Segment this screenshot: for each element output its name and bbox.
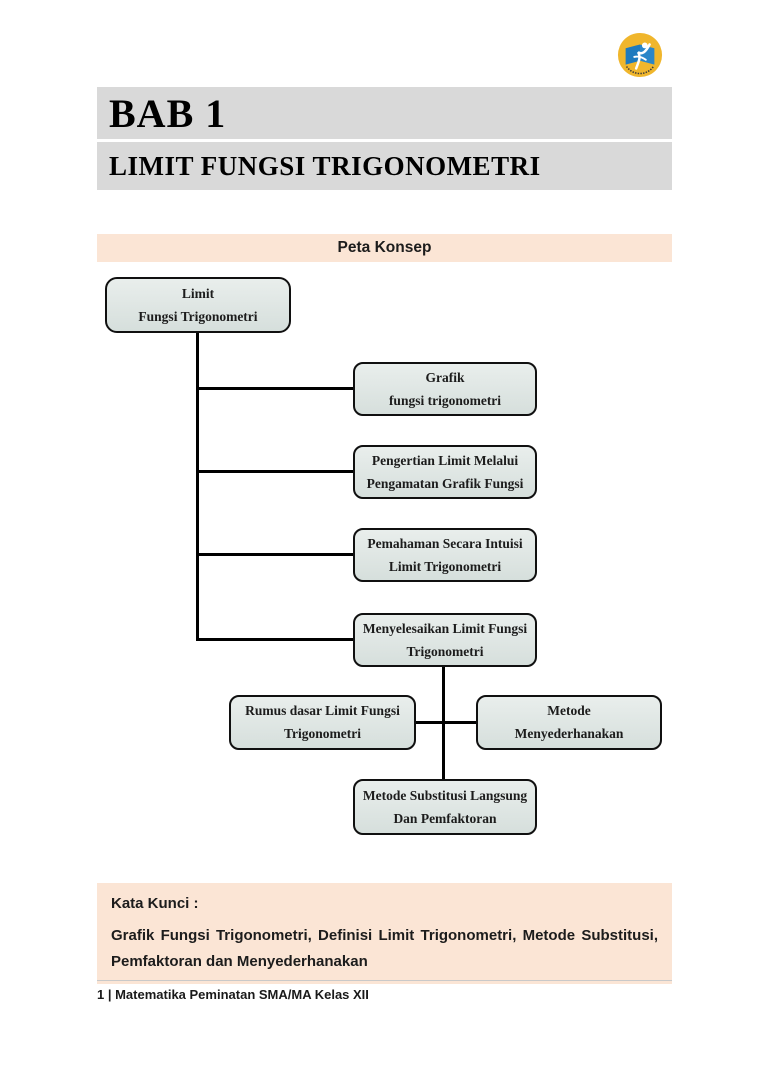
diagram-box-pengertian-limit: Pengertian Limit Melalui Pengamatan Graf… xyxy=(353,445,537,499)
box-label-line: Dan Pemfaktoran xyxy=(393,810,497,826)
connector-branch-1 xyxy=(197,387,353,390)
diagram-box-rumus-dasar: Rumus dasar Limit Fungsi Trigonometri xyxy=(229,695,416,750)
diagram-box-metode-substitusi: Metode Substitusi Langsung Dan Pemfaktor… xyxy=(353,779,537,835)
connector-branch-3 xyxy=(197,553,353,556)
box-label-line: Trigonometri xyxy=(284,726,361,741)
connector-trunk-vertical xyxy=(196,333,199,641)
box-label-line: Rumus dasar Limit Fungsi xyxy=(245,703,400,719)
diagram-box-grafik: Grafik fungsi trigonometri xyxy=(353,362,537,416)
box-label-line: Metode Substitusi Langsung xyxy=(362,787,528,803)
box-label-line: Trigonometri xyxy=(406,643,484,659)
box-label-line: Pengamatan Grafik Fungsi xyxy=(366,475,524,491)
footer-divider xyxy=(97,980,672,981)
box-label-line: Pengertian Limit Melalui xyxy=(371,452,519,468)
chapter-title: LIMIT FUNGSI TRIGONOMETRI xyxy=(97,142,672,190)
box-label-line: Metode xyxy=(547,703,591,719)
box-label-line: fungsi trigonometri xyxy=(388,392,502,408)
footer-page-info: 1 | Matematika Peminatan SMA/MA Kelas XI… xyxy=(97,987,369,1002)
kata-kunci-label: Kata Kunci : xyxy=(111,895,199,912)
connector-branch-4 xyxy=(197,638,353,641)
box-label-line: Menyelesaikan Limit Fungsi xyxy=(362,620,528,636)
connector-horizontal xyxy=(416,721,476,724)
kata-kunci-section: Kata Kunci : Grafik Fungsi Trigonometri,… xyxy=(97,883,672,984)
box-label-line: Grafik xyxy=(425,369,465,385)
diagram-box-pemahaman-intuisi: Pemahaman Secara Intuisi Limit Trigonome… xyxy=(353,528,537,582)
box-label-line: Fungsi Trigonometri xyxy=(138,308,258,324)
box-label-line: Limit Trigonometri xyxy=(388,558,502,574)
box-label-line: Pemahaman Secara Intuisi xyxy=(367,535,523,551)
diagram-box-limit-fungsi-trigonometri: Limit Fungsi Trigonometri xyxy=(105,277,291,333)
connector-branch-2 xyxy=(197,470,353,473)
diagram-box-metode-menyederhanakan: Metode Menyederhanakan xyxy=(476,695,662,750)
peta-konsep-bar: Peta Konsep xyxy=(97,234,672,262)
box-label-line: Limit xyxy=(181,285,215,301)
diagram-box-menyelesaikan-limit: Menyelesaikan Limit Fungsi Trigonometri xyxy=(353,613,537,667)
publisher-logo-icon xyxy=(617,32,663,78)
box-label-line: Menyederhanakan xyxy=(514,726,624,741)
chapter-heading: BAB 1 xyxy=(97,87,672,139)
kata-kunci-keywords: Grafik Fungsi Trigonometri, Definisi Lim… xyxy=(111,927,658,970)
